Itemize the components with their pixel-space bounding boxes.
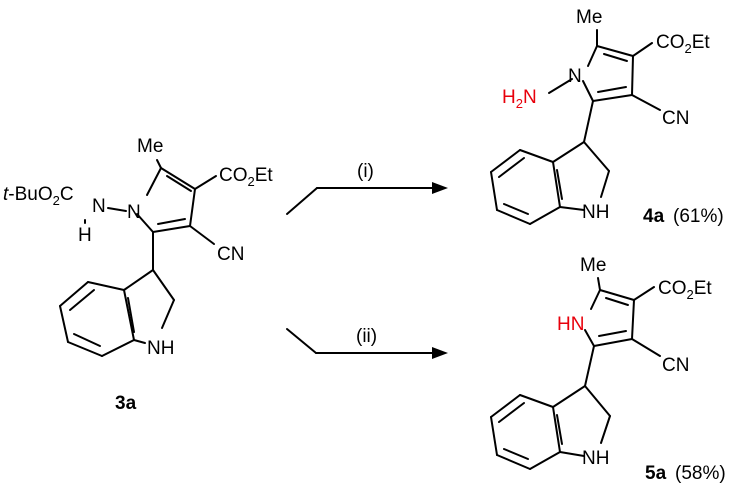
compound-4a: Me CO2Et CN N H2N NH 4a (61%) xyxy=(490,7,724,227)
arrow-step-ii: (ii) xyxy=(286,326,448,359)
nitrile-label: CN xyxy=(662,355,689,376)
carbamate-h-label: H xyxy=(78,225,92,246)
nitrile-label: CN xyxy=(217,244,244,265)
ester-label: CO2Et xyxy=(656,32,710,56)
condition-ii: (ii) xyxy=(356,326,377,347)
amino-label: H2N xyxy=(502,87,537,111)
methyl-label: Me xyxy=(137,136,163,157)
arrow-step-i: (i) xyxy=(286,161,448,215)
indole-nh-label: NH xyxy=(582,448,609,469)
pyrrole-n-label: N xyxy=(127,202,141,223)
yield-4a: (61%) xyxy=(673,206,724,227)
indole-nh-label: NH xyxy=(582,202,609,223)
indole-nh-label: NH xyxy=(147,338,174,359)
nitrile-label: CN xyxy=(662,108,689,129)
carbamate-n-label: N xyxy=(92,196,106,217)
compound-id-4a: 4a xyxy=(643,206,665,227)
yield-5a: (58%) xyxy=(675,463,726,484)
methyl-label: Me xyxy=(576,7,602,28)
methyl-label: Me xyxy=(580,255,606,276)
ester-label: CO2Et xyxy=(219,165,273,189)
compound-5a: Me CO2Et CN HN NH 5a (58%) xyxy=(490,255,726,484)
compound-3a: Me CO2Et CN N N H t-BuO2C NH 3a xyxy=(3,136,273,414)
condition-i: (i) xyxy=(357,161,374,182)
compound-id-5a: 5a xyxy=(645,463,667,484)
boc-label: t-BuO2C xyxy=(3,184,74,208)
pyrrole-n-label: N xyxy=(568,66,582,87)
ester-label: CO2Et xyxy=(658,278,712,302)
pyrrole-nh-label: HN xyxy=(557,314,584,335)
compound-id-3a: 3a xyxy=(115,393,137,414)
